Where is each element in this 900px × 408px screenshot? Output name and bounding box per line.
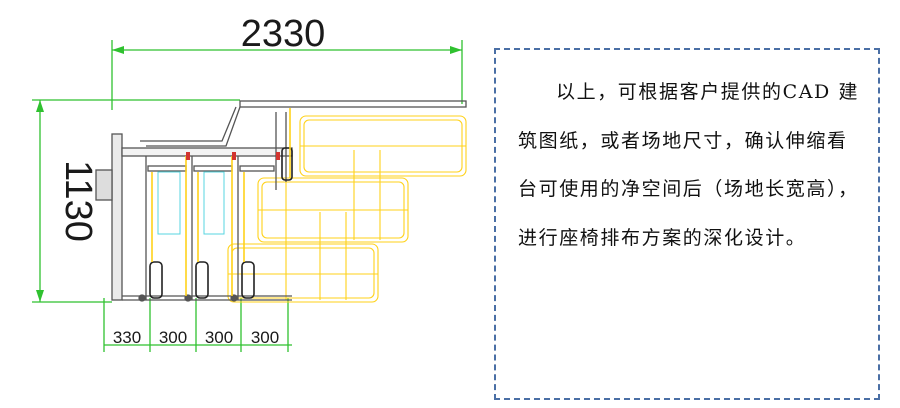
- dimension-lines: [32, 40, 463, 352]
- red-markers: [186, 152, 280, 160]
- bottom-dim-label-4: 300: [251, 328, 279, 347]
- bottom-dim-label-1: 330: [113, 328, 141, 347]
- cyan-members: [157, 171, 225, 235]
- bottom-dim-label-3: 300: [205, 328, 233, 347]
- yellow-members: [151, 108, 291, 296]
- overall-height-label: 1130: [57, 160, 99, 242]
- dimension-arrows: [36, 46, 462, 302]
- extended-seat-outline: [227, 115, 467, 303]
- cad-section-drawing: 2330 1130 330 300 300 300: [32, 13, 467, 352]
- grandstand-structure: [95, 100, 467, 302]
- back-wall: [111, 133, 123, 301]
- note-text: 以上，可根据客户提供的CAD 建筑图纸，或者场地尺寸，确认伸缩看台可使用的净空间…: [518, 81, 860, 249]
- overall-width-label: 2330: [241, 13, 326, 55]
- bottom-dim-label-2: 300: [159, 328, 187, 347]
- top-platform: [239, 100, 467, 108]
- note-box: 以上，可根据客户提供的CAD 建筑图纸，或者场地尺寸，确认伸缩看台可使用的净空间…: [494, 48, 880, 400]
